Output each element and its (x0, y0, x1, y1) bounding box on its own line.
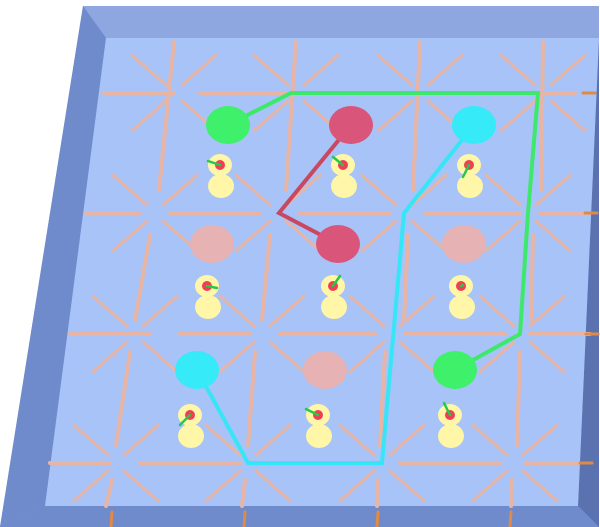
figure-lower-body (208, 174, 234, 198)
dot-green-r2c2[interactable] (433, 351, 477, 389)
grid-line (541, 42, 543, 190)
dot-green-r0c0[interactable] (206, 106, 250, 144)
figure-lower-body (195, 295, 221, 319)
figure-lower-body (331, 174, 357, 198)
grid-edge-tick (244, 512, 245, 527)
dot-red-r0c1[interactable] (329, 106, 373, 144)
figure-lower-body (457, 174, 483, 198)
figure-pointer (461, 285, 463, 286)
dot-empty-r2c1[interactable] (303, 351, 347, 389)
figure-lower-body (178, 424, 204, 448)
grid-edge-tick (510, 512, 511, 527)
dot-cyan-r0c2[interactable] (452, 106, 496, 144)
grid-line (511, 480, 512, 506)
tray-top-rim (83, 6, 599, 38)
grid-line (531, 235, 533, 320)
dot-cyan-r2c0[interactable] (175, 351, 219, 389)
figure-lower-body (449, 295, 475, 319)
grid-edge-tick (377, 512, 378, 527)
dot-red-r1c1[interactable] (316, 225, 360, 263)
grid-line (377, 480, 378, 506)
figure-lower-body (306, 424, 332, 448)
dot-empty-r1c2[interactable] (442, 225, 486, 263)
figure-lower-body (438, 424, 464, 448)
grid-edge-tick (111, 512, 112, 527)
figure-lower-body (321, 295, 347, 319)
dot-empty-r1c0[interactable] (190, 225, 234, 263)
